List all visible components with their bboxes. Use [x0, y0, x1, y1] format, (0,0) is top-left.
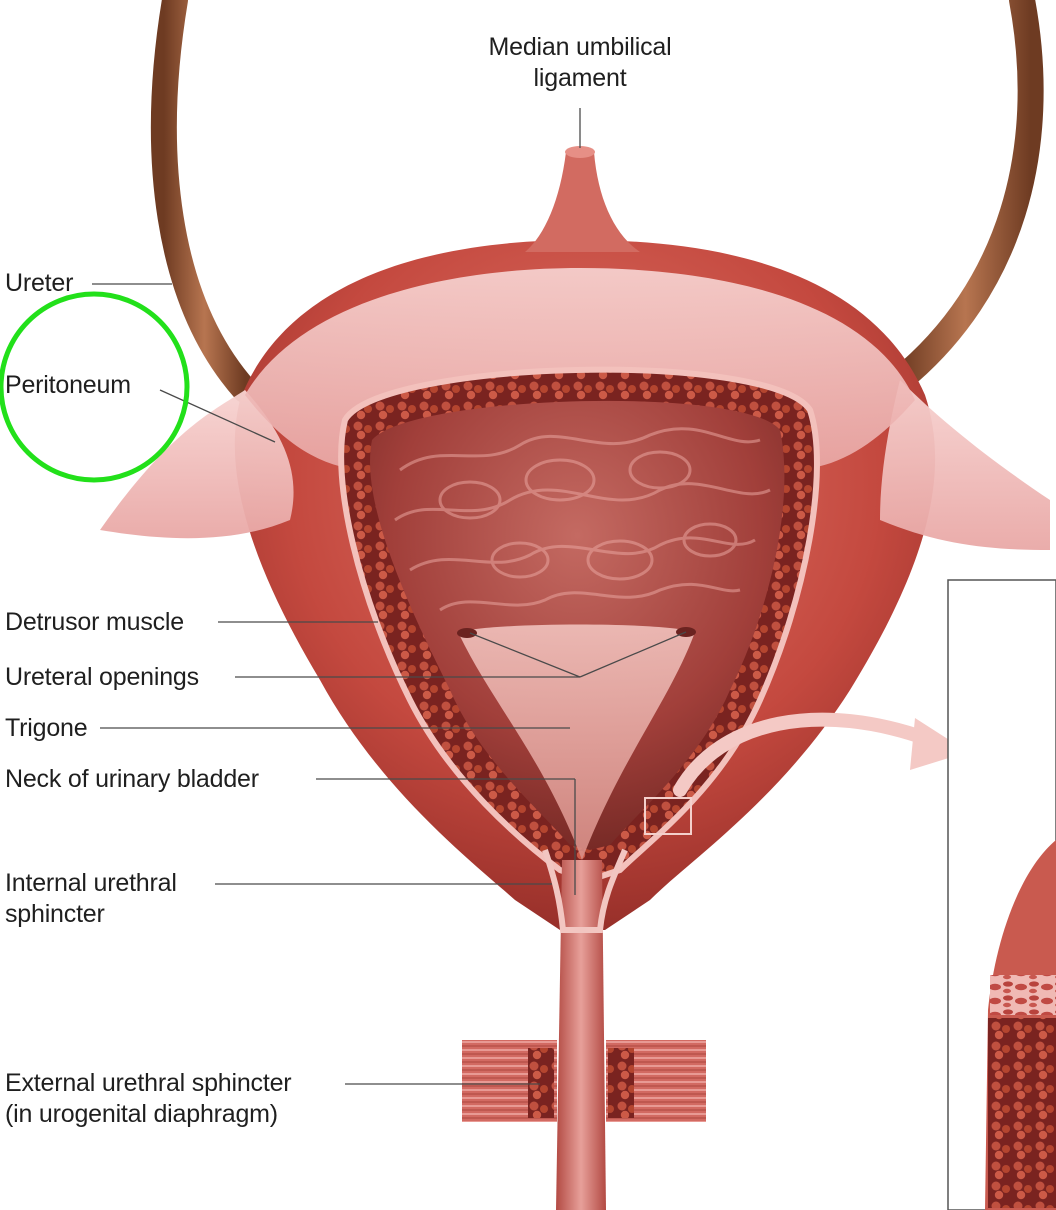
label-median-umbilical-ligament-line2: ligament	[462, 63, 698, 94]
label-peritoneum: Peritoneum	[5, 370, 131, 400]
label-trigone: Trigone	[5, 713, 87, 743]
label-internal-urethral-sphincter-line1: Internal urethral	[5, 868, 177, 899]
median-umbilical-ligament	[525, 152, 640, 252]
label-detrusor-muscle: Detrusor muscle	[5, 607, 184, 637]
label-neck-of-urinary-bladder: Neck of urinary bladder	[5, 764, 259, 794]
label-ureter: Ureter	[5, 268, 73, 298]
label-ureteral-openings: Ureteral openings	[5, 662, 199, 692]
external-sphincter-right	[608, 1048, 634, 1118]
external-sphincter-left	[528, 1048, 554, 1118]
label-internal-urethral-sphincter-line2: sphincter	[5, 899, 177, 930]
left-ureter	[164, 0, 245, 390]
label-external-urethral-sphincter-line2: (in urogenital diaphragm)	[5, 1099, 291, 1130]
label-external-urethral-sphincter: External urethral sphincter (in urogenit…	[5, 1068, 291, 1130]
label-median-umbilical-ligament: Median umbilical ligament	[462, 32, 698, 94]
label-internal-urethral-sphincter: Internal urethral sphincter	[5, 868, 177, 930]
left-ureteral-opening	[457, 628, 477, 638]
right-ureter	[900, 0, 1031, 380]
label-external-urethral-sphincter-line1: External urethral sphincter	[5, 1068, 291, 1099]
label-median-umbilical-ligament-line1: Median umbilical	[462, 32, 698, 63]
